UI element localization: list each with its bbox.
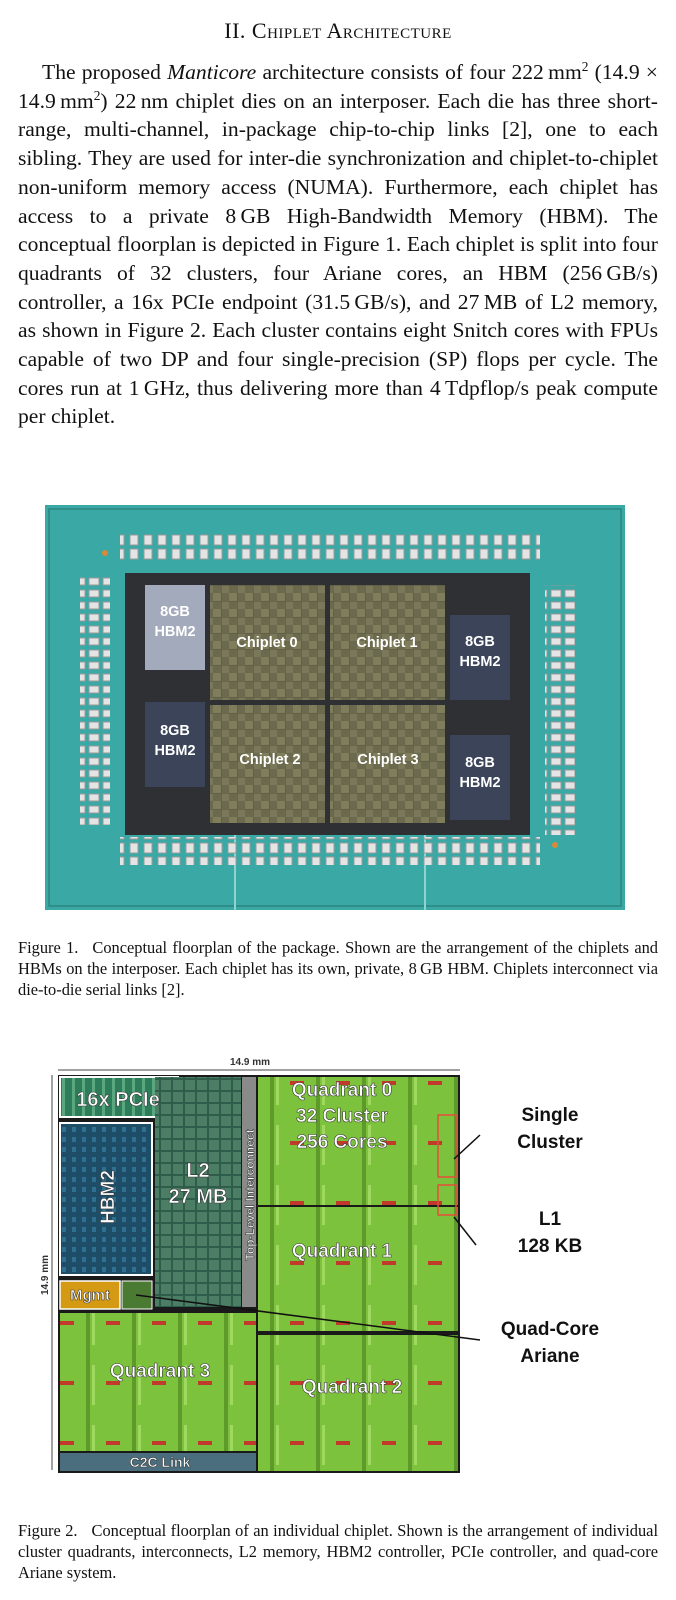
hbm-top-left bbox=[145, 585, 205, 670]
manticore-term: Manticore bbox=[167, 60, 257, 84]
chiplet-svg: 14.9 mm 14.9 mm 16x PCIe HBM2 L2 27 MB T… bbox=[40, 1057, 599, 1473]
text-run: (14.9 × 14.9 mm bbox=[18, 60, 658, 113]
quadrant-0-line3: 256 Cores bbox=[297, 1132, 388, 1153]
interconnect-label: Top-Level Interconnect bbox=[243, 1129, 257, 1260]
figure-2-chiplet-image: 14.9 mm 14.9 mm 16x PCIe HBM2 L2 27 MB T… bbox=[40, 1055, 660, 1495]
hbm2-label: HBM2 bbox=[98, 1170, 119, 1224]
l2-block bbox=[155, 1077, 241, 1307]
quadrant-1-block bbox=[258, 1207, 458, 1331]
chiplet-0-label: Chiplet 0 bbox=[236, 635, 297, 651]
figure-1-caption: Figure 1.Conceptual floorplan of the pac… bbox=[18, 937, 658, 1000]
figure-2-caption-text: Conceptual floorplan of an individual ch… bbox=[18, 1521, 658, 1582]
superscript: 2 bbox=[581, 58, 589, 74]
chiplet-1-die bbox=[330, 585, 445, 700]
pad-row-left bbox=[80, 575, 110, 825]
quadrant-1-label: Quadrant 1 bbox=[292, 1241, 393, 1262]
single-cluster-highlight bbox=[437, 1114, 457, 1178]
ariane-arrow bbox=[135, 1294, 481, 1341]
l1-annotation-1: L1 bbox=[539, 1209, 562, 1230]
hbm-top-right bbox=[450, 615, 510, 700]
figure-1-package-image: 8GB HBM2 8GB HBM2 8GB HBM2 8GB HBM2 Chip… bbox=[45, 505, 625, 910]
chiplet-3-die bbox=[330, 705, 445, 823]
c2c-link-block bbox=[60, 1453, 256, 1471]
pad-row-top bbox=[120, 533, 540, 561]
height-dimension: 14.9 mm bbox=[40, 1255, 51, 1295]
figure-1-caption-text: Conceptual floorplan of the package. Sho… bbox=[18, 938, 658, 999]
ariane-annotation-1: Quad-Core bbox=[501, 1319, 599, 1340]
c2c-link-label: C2C Link bbox=[130, 1454, 191, 1470]
quadrant-0-line1: Quadrant 0 bbox=[292, 1080, 392, 1101]
figure-2-caption: Figure 2.Conceptual floorplan of an indi… bbox=[18, 1520, 658, 1583]
chiplet-2-label: Chiplet 2 bbox=[239, 752, 300, 768]
mgmt-label: Mgmt bbox=[70, 1287, 110, 1304]
hbm-bottom-right bbox=[450, 735, 510, 820]
quadrant-2-label: Quadrant 2 bbox=[302, 1377, 402, 1398]
package-svg: 8GB HBM2 8GB HBM2 8GB HBM2 8GB HBM2 Chip… bbox=[45, 505, 625, 910]
chiplet-1-label: Chiplet 1 bbox=[356, 635, 417, 651]
pad-row-bottom bbox=[120, 837, 540, 865]
hbm-tr-label: 8GB bbox=[465, 634, 495, 650]
section-heading: II. Chiplet Architecture bbox=[0, 18, 676, 44]
chiplet-0-die bbox=[210, 585, 325, 700]
section-title: Chiplet Architecture bbox=[251, 18, 452, 43]
hbm-tr-label2: HBM2 bbox=[459, 654, 500, 670]
l1-arrow bbox=[453, 1216, 477, 1246]
quadrant-3-label: Quadrant 3 bbox=[110, 1361, 210, 1382]
text-run: architecture consists of four 222 mm bbox=[256, 60, 582, 84]
body-paragraph: The proposed Manticore architecture cons… bbox=[18, 58, 658, 431]
hbm-bl-label2: HBM2 bbox=[154, 743, 195, 759]
text-run: ) 22 nm chiplet dies on an interposer. E… bbox=[18, 88, 658, 429]
hbm-br-label: 8GB bbox=[465, 755, 495, 771]
quadrant-0-block bbox=[258, 1077, 458, 1205]
l1-annotation-2: 128 KB bbox=[518, 1236, 582, 1257]
figure-1-label: Figure 1. bbox=[18, 938, 79, 957]
cluster-arrow bbox=[453, 1134, 481, 1160]
ariane-annotation-2: Ariane bbox=[520, 1346, 579, 1367]
chiplet-2-die bbox=[210, 705, 325, 823]
single-cluster-annotation-2: Cluster bbox=[517, 1132, 583, 1153]
text-run: The proposed bbox=[42, 60, 168, 84]
hbm-bottom-left bbox=[145, 702, 205, 787]
hbm-bl-label: 8GB bbox=[160, 723, 190, 739]
hbm-tl-label: 8GB bbox=[160, 604, 190, 620]
figure-2-label: Figure 2. bbox=[18, 1521, 78, 1540]
paragraph: The proposed Manticore architecture cons… bbox=[18, 58, 658, 431]
interconnect-bar bbox=[242, 1077, 256, 1307]
l1-highlight bbox=[437, 1184, 457, 1216]
hbm-br-label2: HBM2 bbox=[459, 775, 500, 791]
section-numeral: II. bbox=[224, 18, 246, 43]
l2-label-2: 27 MB bbox=[169, 1186, 228, 1208]
hbm2-block bbox=[59, 1122, 153, 1276]
quadrant-0-line2: 32 Cluster bbox=[296, 1106, 388, 1127]
l2-label-1: L2 bbox=[186, 1160, 209, 1182]
pcie-label: 16x PCIe bbox=[76, 1089, 159, 1111]
superscript: 2 bbox=[93, 87, 101, 103]
width-dimension: 14.9 mm bbox=[230, 1057, 270, 1068]
chiplet-3-label: Chiplet 3 bbox=[357, 752, 418, 768]
pad-row-right bbox=[545, 585, 575, 835]
hbm-tl-label2: HBM2 bbox=[154, 624, 195, 640]
quadrant-2-block bbox=[258, 1335, 458, 1471]
mgmt-block bbox=[59, 1280, 121, 1310]
single-cluster-annotation-1: Single bbox=[521, 1105, 578, 1126]
quadrant-3-block bbox=[60, 1313, 256, 1451]
